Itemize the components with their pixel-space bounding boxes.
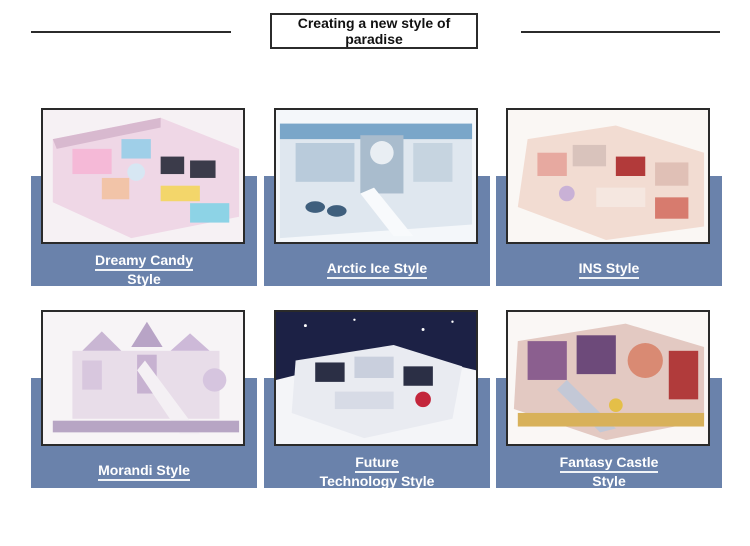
right-divider <box>521 31 720 33</box>
style-card-fantasy-castle[interactable]: Fantasy Castle Style <box>496 310 722 492</box>
future-technology-image <box>274 310 478 446</box>
label-line1: INS Style <box>578 260 640 279</box>
style-card-arctic-ice[interactable]: Arctic Ice Style <box>264 108 490 286</box>
label-line1: Future <box>355 454 399 473</box>
future-technology-label: Future Technology Style <box>264 454 490 492</box>
ins-image <box>506 108 710 244</box>
arctic-ice-image <box>274 108 478 244</box>
arctic-ice-label: Arctic Ice Style <box>264 260 490 279</box>
fantasy-castle-image <box>506 310 710 446</box>
label-line1: Morandi Style <box>98 462 190 481</box>
dreamy-candy-image <box>41 108 245 244</box>
label-line2: Technology Style <box>319 473 435 492</box>
page-title-line2: paradise <box>345 31 403 47</box>
ins-label: INS Style <box>496 260 722 279</box>
style-card-morandi[interactable]: Morandi Style <box>31 310 257 488</box>
page-title-line1: Creating a new style of <box>297 15 451 31</box>
left-divider <box>31 31 231 33</box>
label-line2: Style <box>127 271 161 290</box>
label-line1: Fantasy Castle <box>559 454 659 473</box>
style-card-dreamy-candy[interactable]: Dreamy Candy Style <box>31 108 257 290</box>
fantasy-castle-label: Fantasy Castle Style <box>496 454 722 492</box>
style-card-ins[interactable]: INS Style <box>496 108 722 286</box>
page-title: Creating a new style of paradise <box>270 13 478 49</box>
morandi-image <box>41 310 245 446</box>
morandi-label: Morandi Style <box>31 462 257 481</box>
label-line1: Dreamy Candy <box>94 252 194 271</box>
label-line1: Arctic Ice Style <box>326 260 428 279</box>
dreamy-candy-label: Dreamy Candy Style <box>31 252 257 290</box>
label-line2: Style <box>592 473 626 492</box>
style-card-future-technology[interactable]: Future Technology Style <box>264 310 490 492</box>
